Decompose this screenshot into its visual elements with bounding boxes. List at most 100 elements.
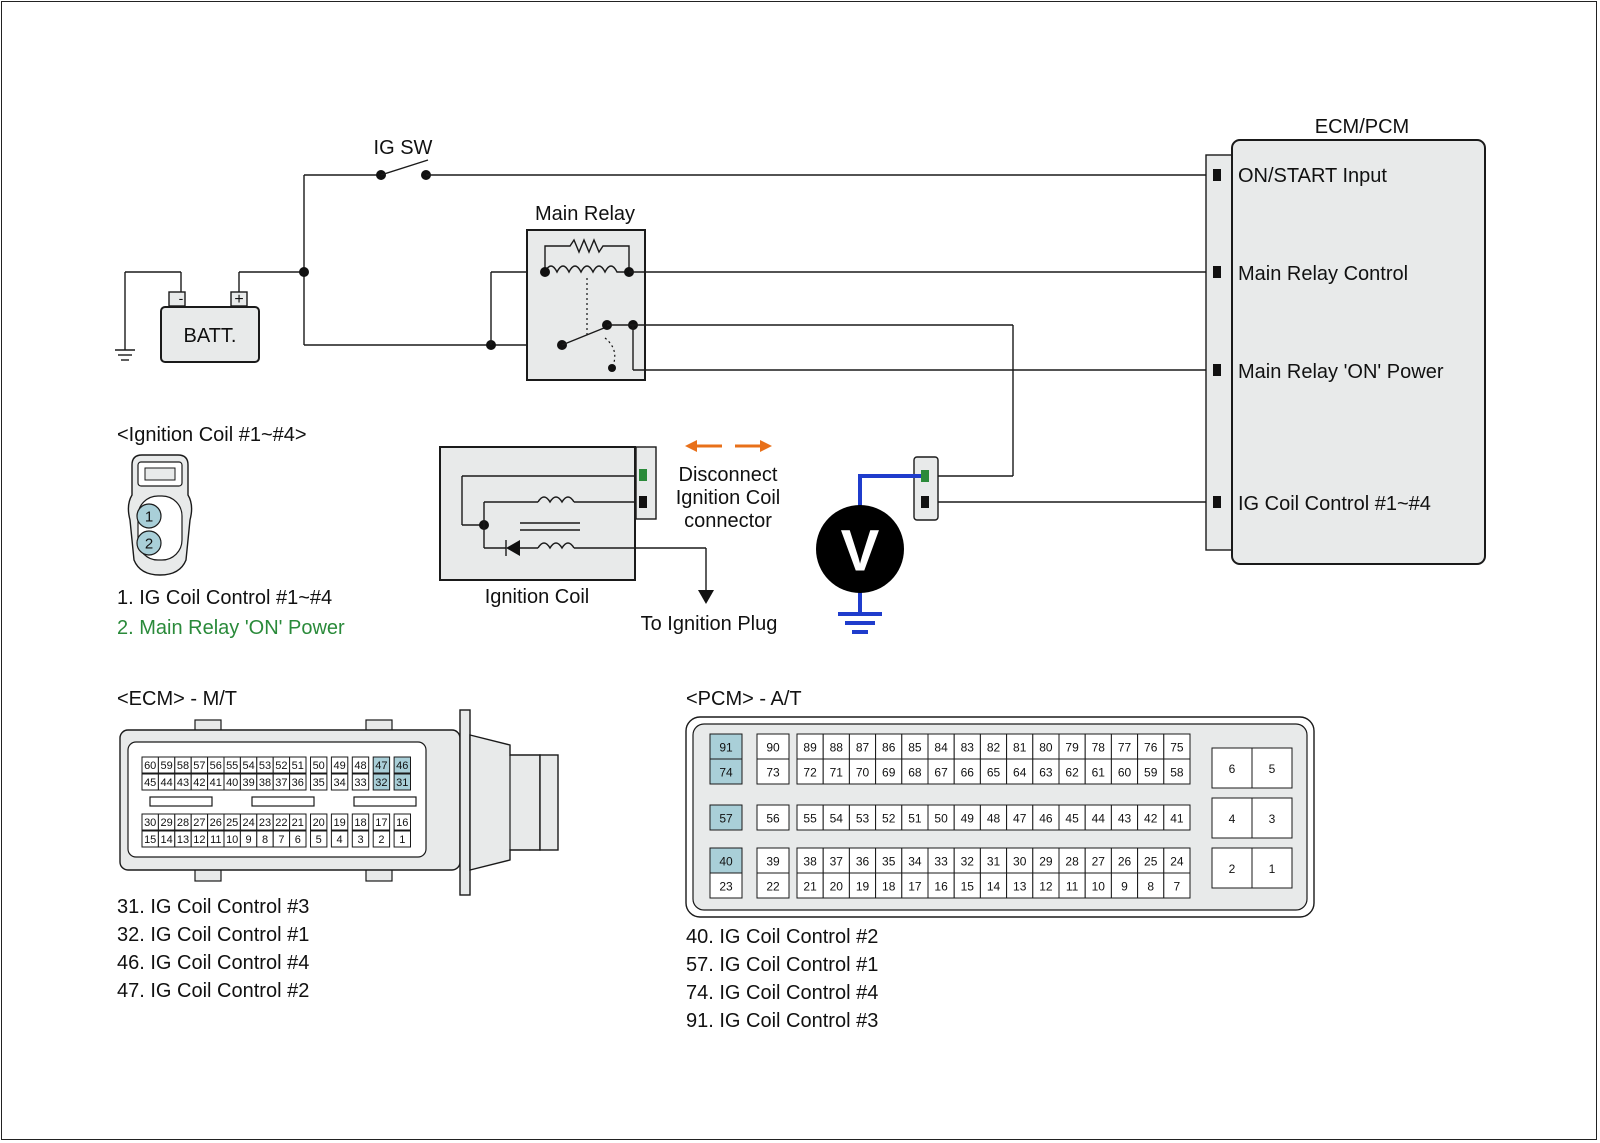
pin-cell xyxy=(796,733,824,760)
pin-number: 56 xyxy=(766,812,780,826)
pin-number: 51 xyxy=(292,760,304,772)
pin-number: 34 xyxy=(908,855,922,869)
pin-number: 37 xyxy=(275,777,287,789)
pin-cell xyxy=(289,830,307,848)
pin-cell xyxy=(822,847,850,874)
pin-number: 57 xyxy=(193,760,205,772)
pin-number: 43 xyxy=(1118,812,1132,826)
pin-number: 18 xyxy=(882,880,896,894)
pin-number: 76 xyxy=(1144,741,1158,755)
pin-number: 47 xyxy=(1013,812,1027,826)
pin-number: 80 xyxy=(1039,741,1053,755)
coil-pin-1-desc: 1. IG Coil Control #1~#4 xyxy=(117,587,332,609)
pin-cell xyxy=(1137,758,1165,785)
coil-pin-2: 2 xyxy=(145,536,153,553)
pin-cell xyxy=(351,773,370,791)
pin-number: 4 xyxy=(1229,812,1236,826)
pin-number: 13 xyxy=(177,834,189,846)
pin-number: 86 xyxy=(882,741,896,755)
battery-label: BATT. xyxy=(184,325,237,347)
pin-number: 74 xyxy=(719,766,733,780)
pin-cell xyxy=(1163,872,1191,899)
pin-number: 66 xyxy=(961,766,975,780)
pin-number: 52 xyxy=(275,760,287,772)
coil-pin-2-desc: 2. Main Relay 'ON' Power xyxy=(117,617,345,639)
pin-cell xyxy=(709,872,743,899)
pin-cell xyxy=(1006,872,1034,899)
pin-cell xyxy=(1137,872,1165,899)
coil-pin-1: 1 xyxy=(145,509,153,526)
pin-number: 49 xyxy=(961,812,975,826)
ignition-coil: Ignition Coil To Ignition Plug xyxy=(439,446,777,635)
pin-cell xyxy=(289,773,307,791)
pin-cell xyxy=(1084,758,1112,785)
pin-cell xyxy=(1058,733,1086,760)
pin-number: 52 xyxy=(882,812,896,826)
pin-number: 73 xyxy=(766,766,780,780)
ecm-legend-4: 47. IG Coil Control #2 xyxy=(117,980,309,1002)
pin-cell xyxy=(848,758,877,785)
pin-ig-coil-control: IG Coil Control #1~#4 xyxy=(1238,493,1431,515)
pin-number: 38 xyxy=(259,777,271,789)
pin-number: 46 xyxy=(1039,812,1053,826)
pin-number: 17 xyxy=(375,817,387,829)
pin-number: 58 xyxy=(1170,766,1184,780)
pin-number: 21 xyxy=(292,817,304,829)
pin-cell xyxy=(979,804,1008,831)
pin-cell xyxy=(756,847,790,874)
pin-number: 37 xyxy=(830,855,844,869)
battery: - + BATT. xyxy=(160,290,260,363)
pin-cell xyxy=(709,847,743,874)
pin-number: 19 xyxy=(856,880,870,894)
pin-number: 42 xyxy=(193,777,205,789)
pin-number: 45 xyxy=(1065,812,1079,826)
pin-number: 9 xyxy=(246,834,252,846)
pin-number: 36 xyxy=(856,855,870,869)
pin-number: 46 xyxy=(396,760,408,772)
pin-number: 77 xyxy=(1118,741,1132,755)
pin-number: 42 xyxy=(1144,812,1158,826)
pin-number: 8 xyxy=(262,834,268,846)
pin-number: 39 xyxy=(766,855,780,869)
pin-cell xyxy=(393,830,412,848)
pin-number: 88 xyxy=(830,741,844,755)
pin-number: 7 xyxy=(278,834,284,846)
pin-main-relay-on-power: Main Relay 'ON' Power xyxy=(1238,361,1444,383)
pin-number: 38 xyxy=(803,855,817,869)
pin-number: 10 xyxy=(1092,880,1106,894)
pin-cell xyxy=(310,813,328,831)
pin-number: 85 xyxy=(908,741,922,755)
pin-cell xyxy=(822,872,850,899)
ig-switch-label: IG SW xyxy=(374,137,433,159)
pin-cell xyxy=(756,872,790,899)
pin-number: 41 xyxy=(210,777,222,789)
circuit-schematic: - + BATT. IG SW Main Relay xyxy=(115,116,1486,635)
pin-number: 54 xyxy=(830,812,844,826)
ecm-connector-title: <ECM> - M/T xyxy=(117,688,237,710)
pin-cell xyxy=(953,804,981,831)
ecm-pcm-module: ECM/PCM ON/START Input Main Relay Contro… xyxy=(1205,116,1486,565)
pin-number: 12 xyxy=(1039,880,1053,894)
pin-number: 11 xyxy=(1066,880,1079,894)
ig-switch: IG SW xyxy=(374,137,433,180)
pin-number: 30 xyxy=(1013,855,1027,869)
pin-cell xyxy=(953,758,981,785)
pin-number: 12 xyxy=(193,834,205,846)
pin-number: 29 xyxy=(160,817,172,829)
pin-number: 8 xyxy=(1147,880,1154,894)
pin-cell xyxy=(927,872,955,899)
pin-number: 59 xyxy=(1144,766,1158,780)
pin-number: 61 xyxy=(1092,766,1106,780)
pin-number: 17 xyxy=(908,880,922,894)
pin-cell xyxy=(1058,872,1086,899)
pin-cell xyxy=(372,830,391,848)
pin-number: 53 xyxy=(856,812,870,826)
pin-number: 14 xyxy=(987,880,1001,894)
pin-number: 48 xyxy=(987,812,1001,826)
pin-cell xyxy=(875,733,903,760)
pin-cell xyxy=(822,733,850,760)
pin-number: 59 xyxy=(160,760,172,772)
pin-number: 45 xyxy=(144,777,156,789)
pin-number: 36 xyxy=(292,777,304,789)
